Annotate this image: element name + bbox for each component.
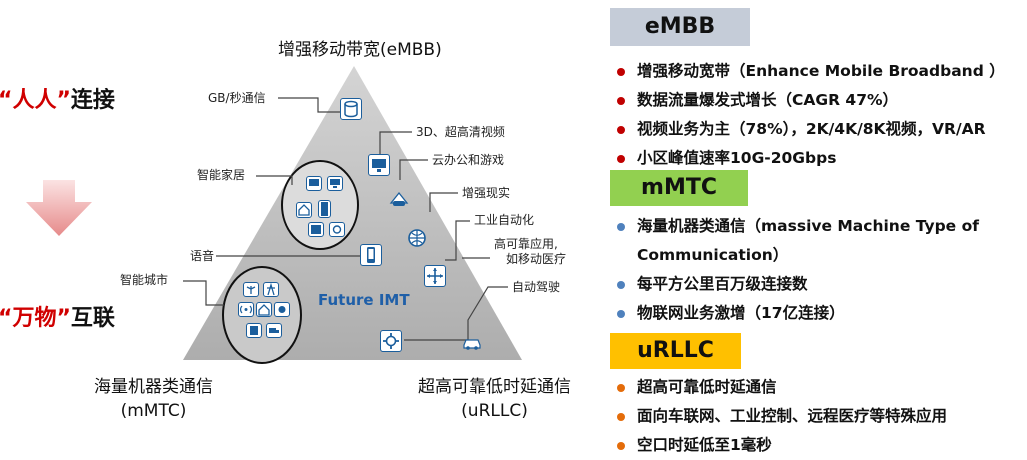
mmtc-list: 海量机器类通信（massive Machine Type of Communic… — [610, 212, 979, 328]
urllc-corner-label: 超高可靠低时延通信 (uRLLC) — [418, 375, 571, 423]
embb-list: 增强移动宽带（Enhance Mobile Broadband ） 数据流量爆发… — [610, 57, 1005, 173]
camera-icon — [329, 222, 345, 237]
bullet-dot — [617, 310, 625, 318]
callout-autodrive: 自动驾驶 — [512, 280, 561, 294]
bullet-dot — [617, 384, 625, 392]
building-icon — [256, 302, 272, 317]
mmtc-corner-line2: (mMTC) — [120, 401, 187, 421]
gear-icon — [380, 330, 402, 352]
people-quote: “人人” — [0, 88, 71, 113]
bullet-dot — [617, 126, 625, 134]
things-interconnection-text: “万物”互联 — [0, 300, 115, 332]
vr-headset-icon — [389, 190, 409, 210]
tv-icon — [306, 176, 322, 191]
mmtc-item: 物联网业务激增（17亿连接） — [610, 299, 979, 328]
bullet-dot — [617, 97, 625, 105]
database-icon — [340, 98, 362, 120]
phone-icon — [360, 244, 382, 266]
bullet-dot — [617, 68, 625, 76]
callout-smart-city: 智能城市 — [120, 273, 169, 287]
embb-item: 数据流量爆发式增长（CAGR 47%） — [610, 86, 1005, 115]
mmtc-corner-label: 海量机器类通信 (mMTC) — [94, 375, 213, 423]
interconnection-word: 互联 — [70, 306, 115, 331]
wind-turbine-icon — [243, 282, 259, 297]
urllc-list: 超高可靠低时延通信 面向车联网、工业控制、远程医疗等特殊应用 空口时延低至1毫秒 — [610, 373, 947, 460]
apex-label: 增强移动带宽(eMBB) — [278, 40, 442, 60]
things-quote: “万物” — [0, 306, 71, 331]
embb-item: 小区峰值速率10G-20Gbps — [610, 144, 1005, 173]
mmtc-item-continuation: Communication） — [637, 246, 789, 264]
signal-icon — [238, 302, 254, 317]
callout-reliable: 高可靠应用, 如移动医疗 — [494, 237, 566, 267]
connection-word: 连接 — [70, 88, 115, 113]
bullet-dot — [617, 281, 625, 289]
urllc-corner-line2: (uRLLC) — [461, 401, 528, 421]
down-arrow — [26, 180, 92, 236]
callout-cloud: 云办公和游戏 — [432, 153, 505, 167]
house-icon — [296, 202, 312, 218]
monitor-icon — [368, 154, 390, 176]
callout-reliable-line1: 高可靠应用, — [494, 237, 558, 251]
bullet-dot — [617, 223, 625, 231]
urllc-item: 超高可靠低时延通信 — [610, 373, 947, 402]
embb-header: eMBB — [610, 8, 750, 46]
meter-icon — [246, 323, 262, 338]
power-tower-icon — [263, 282, 279, 297]
crossarrow-icon — [424, 265, 446, 287]
people-connection-text: “人人”连接 — [0, 82, 115, 114]
future-imt-label: Future IMT — [318, 291, 410, 309]
callout-voice: 语音 — [190, 249, 215, 263]
car-icon — [462, 333, 482, 353]
sensor-icon — [274, 302, 290, 317]
callout-ar: 增强现实 — [462, 186, 511, 200]
computer-icon — [327, 176, 343, 191]
callout-reliable-line2: 如移动医疗 — [506, 252, 567, 266]
urllc-item: 空口时延低至1毫秒 — [610, 431, 947, 460]
embb-item: 增强移动宽带（Enhance Mobile Broadband ） — [610, 57, 1005, 86]
mmtc-item: 海量机器类通信（massive Machine Type of — [610, 212, 979, 241]
callout-video: 3D、超高清视频 — [416, 125, 505, 139]
urllc-corner-line1: 超高可靠低时延通信 — [418, 377, 571, 397]
callout-gbps: GB/秒通信 — [208, 91, 266, 105]
truck-icon — [266, 323, 282, 338]
bullet-dot — [617, 413, 625, 421]
washer-icon — [308, 222, 324, 237]
mmtc-header: mMTC — [610, 170, 748, 206]
bullet-dot — [617, 155, 625, 163]
fridge-icon — [318, 200, 331, 218]
urllc-header: uRLLC — [610, 333, 741, 369]
urllc-item: 面向车联网、工业控制、远程医疗等特殊应用 — [610, 402, 947, 431]
callout-industry: 工业自动化 — [474, 213, 535, 227]
mmtc-item: 每平方公里百万级连接数 — [610, 270, 979, 299]
globe-icon — [407, 228, 427, 248]
mmtc-corner-line1: 海量机器类通信 — [94, 377, 213, 397]
embb-item: 视频业务为主（78%），2K/4K/8K视频，VR/AR — [610, 115, 1005, 144]
callout-smart-home: 智能家居 — [197, 168, 246, 182]
bullet-dot — [617, 442, 625, 450]
